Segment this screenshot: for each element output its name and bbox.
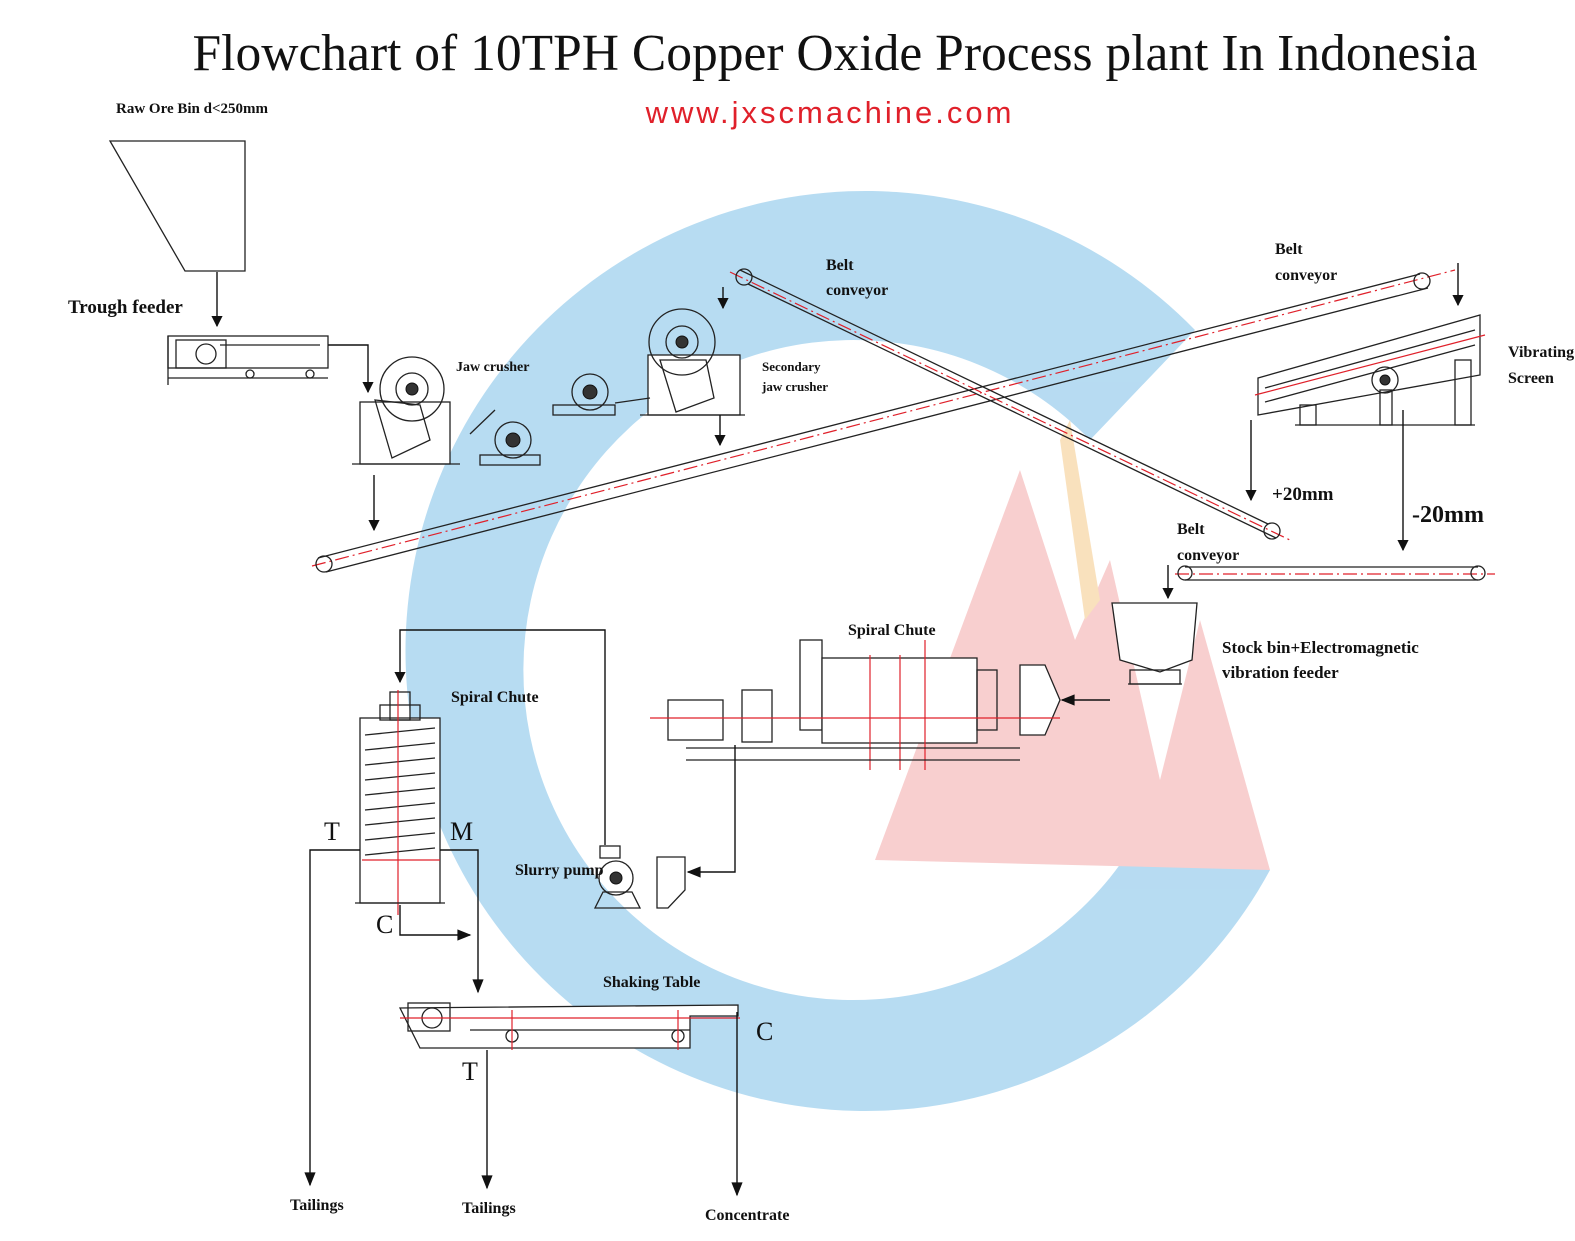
belt-conveyor-horizontal: Belt conveyor	[1175, 521, 1495, 581]
stock-bin-label-1: Stock bin+Electromagnetic	[1222, 638, 1419, 657]
table-tailings-marker: T	[462, 1057, 478, 1086]
jaw-crusher-label: Jaw crusher	[456, 360, 530, 375]
belt-conveyor-rising: Belt conveyor	[311, 241, 1456, 573]
tailings-label-1: Tailings	[290, 1197, 344, 1214]
trough-feeder-label: Trough feeder	[68, 297, 183, 318]
page-title: Flowchart of 10TPH Copper Oxide Process …	[193, 25, 1478, 82]
stock-bin: Stock bin+Electromagnetic vibration feed…	[1111, 602, 1419, 685]
website-url: www.jxscmachine.com	[645, 95, 1015, 130]
vibrating-screen-label-1: Vibrating	[1508, 344, 1574, 361]
secondary-jaw-crusher-label-1: Secondary	[762, 359, 821, 374]
belt-conveyor-3-label-1: Belt	[1177, 521, 1205, 538]
belt-conveyor-1-label-2: conveyor	[826, 282, 888, 299]
spiral-tailings-marker: T	[324, 817, 340, 846]
vibrating-screen: Vibrating Screen	[1254, 314, 1574, 426]
table-concentrate-marker: C	[756, 1017, 773, 1046]
jaw-crusher: Jaw crusher	[352, 356, 541, 466]
concentrate-label: Concentrate	[705, 1207, 789, 1224]
spiral-chute-turns	[364, 727, 436, 856]
jaw-crusher-motor	[469, 409, 541, 466]
belt-conveyor-1-label-1: Belt	[826, 257, 854, 274]
belt-conveyor-3-label-2: conveyor	[1177, 547, 1239, 564]
secondary-jaw-crusher-label-2: jaw crusher	[761, 379, 828, 394]
stock-bin-label-2: vibration feeder	[1222, 663, 1339, 682]
oversize-label: +20mm	[1272, 484, 1334, 505]
watermark-orange-edge	[1060, 420, 1100, 620]
watermark-logo	[405, 190, 1270, 1111]
secondary-jaw-crusher: Secondary jaw crusher	[552, 308, 828, 416]
vibrating-screen-label-2: Screen	[1508, 370, 1554, 387]
slurry-pump-label: Slurry pump	[515, 862, 604, 879]
spiral-concentrate-marker: C	[376, 910, 393, 939]
belt-conveyor-2-label-1: Belt	[1275, 241, 1303, 258]
slurry-pump: Slurry pump	[515, 845, 686, 909]
raw-ore-bin: Raw Ore Bin d<250mm	[108, 101, 269, 272]
shaking-table-label: Shaking Table	[603, 974, 700, 991]
shaking-table: Shaking Table	[398, 974, 740, 1050]
spiral-chute-label: Spiral Chute	[451, 689, 539, 706]
raw-ore-bin-label: Raw Ore Bin d<250mm	[116, 101, 269, 117]
spiral-chute: Spiral Chute	[355, 689, 539, 915]
watermark-blue-ring	[405, 190, 1270, 1111]
spiral-middlings-marker: M	[450, 817, 473, 846]
trough-feeder: Trough feeder	[68, 297, 329, 385]
mill-label: Spiral Chute	[848, 622, 936, 639]
secondary-jaw-crusher-motor	[552, 373, 616, 416]
tailings-label-2: Tailings	[462, 1200, 516, 1217]
belt-conveyor-2-label-2: conveyor	[1275, 267, 1337, 284]
belt-conveyor-descending: Belt conveyor	[729, 257, 1293, 542]
watermark-red-shape	[875, 470, 1270, 870]
undersize-label: -20mm	[1412, 502, 1484, 528]
ball-mill: Spiral Chute	[650, 622, 1061, 770]
